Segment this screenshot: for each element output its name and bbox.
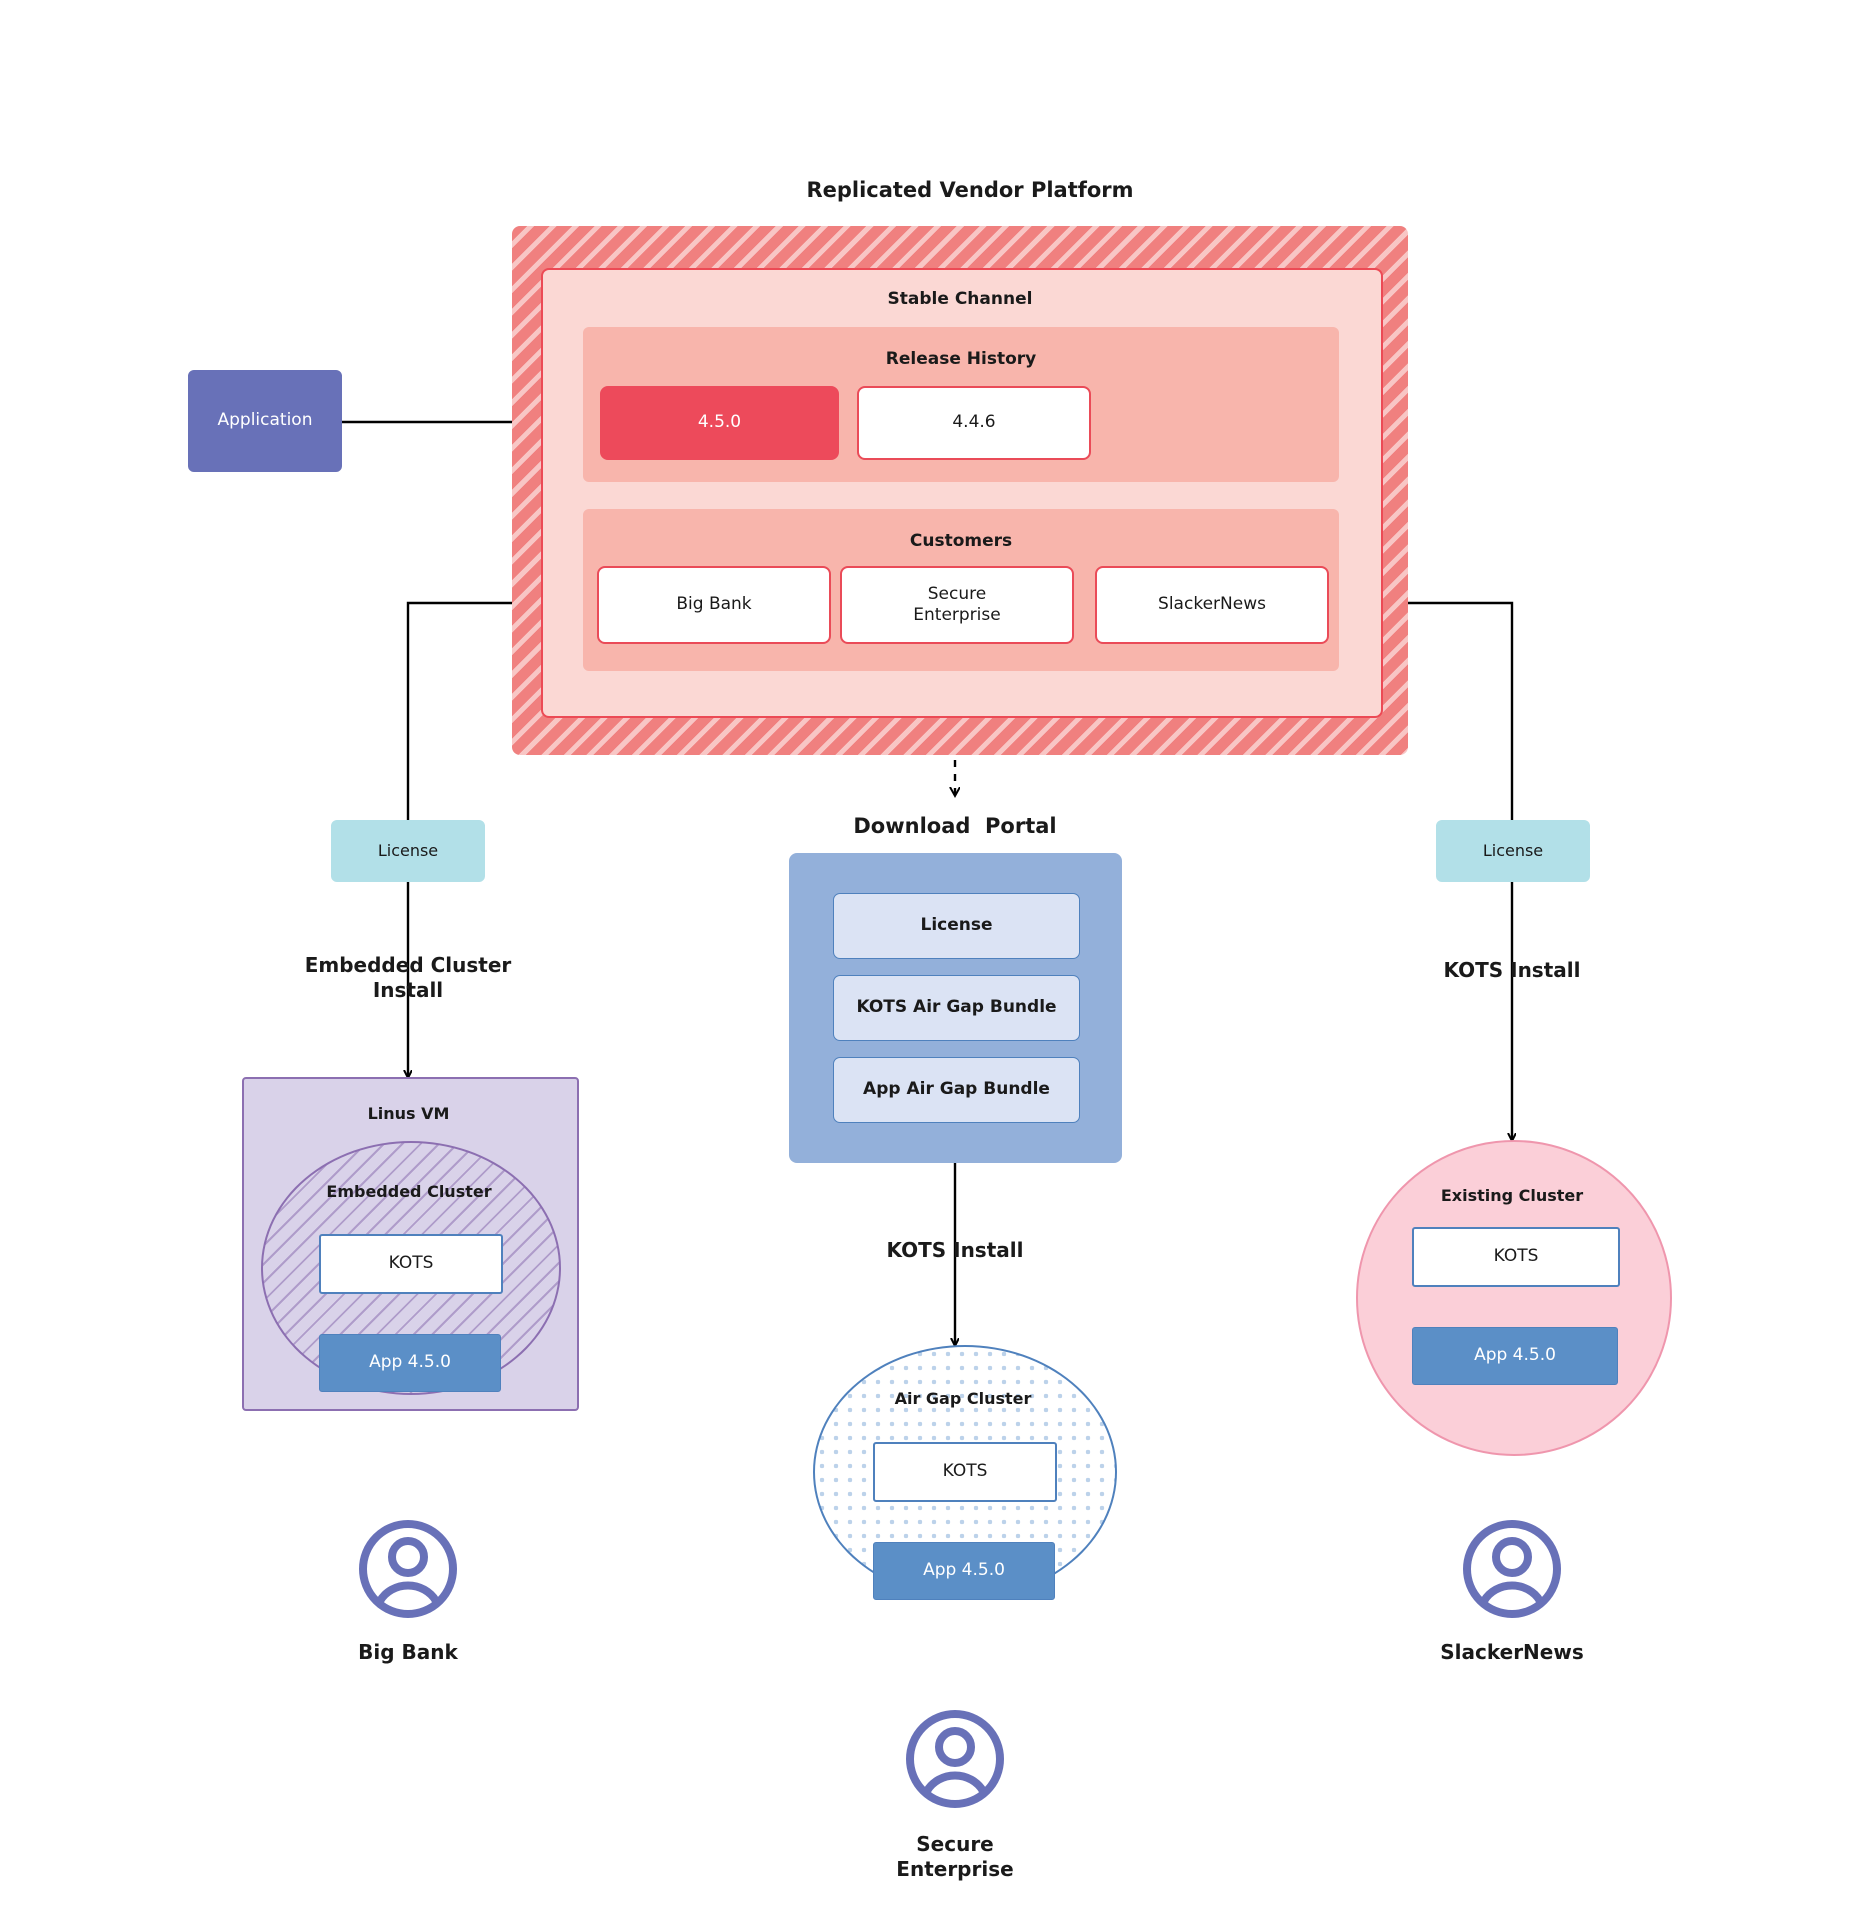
portal-item-kots-air-gap-bundle[interactable]: KOTS Air Gap Bundle <box>833 975 1080 1041</box>
kots-install-label-center: KOTS Install <box>886 1237 1024 1262</box>
customer-big-bank[interactable]: Big Bank <box>597 566 831 644</box>
app-version-box-existing[interactable]: App 4.5.0 <box>1412 1327 1618 1385</box>
license-chip-right[interactable]: License <box>1436 820 1590 882</box>
person-name-slackernews: SlackerNews <box>1440 1639 1584 1664</box>
existing-cluster-label: Existing Cluster <box>1440 1186 1584 1205</box>
air-gap-cluster-label: Air Gap Cluster <box>894 1389 1032 1408</box>
page-title: Replicated Vendor Platform <box>806 177 1134 202</box>
person-name-secure-enterprise: Secure Enterprise <box>896 1832 1014 1881</box>
portal-item-app-air-gap-bundle[interactable]: App Air Gap Bundle <box>833 1057 1080 1123</box>
release-item-4-5-0[interactable]: 4.5.0 <box>600 386 839 460</box>
user-avatar-icon-big-bank <box>359 1520 457 1618</box>
portal-item-license[interactable]: License <box>833 893 1080 959</box>
embedded-cluster-label: Embedded Cluster <box>326 1182 492 1201</box>
embedded-cluster-install-label: Embedded Cluster Install <box>304 953 512 1002</box>
customers-label: Customers <box>909 531 1013 552</box>
download-portal-title: Download Portal <box>853 813 1057 838</box>
kots-install-label-right: KOTS Install <box>1443 957 1581 982</box>
person-name-big-bank: Big Bank <box>358 1639 458 1664</box>
stable-channel-label: Stable Channel <box>887 289 1033 310</box>
application-box[interactable]: Application <box>188 370 342 472</box>
app-version-box-embedded[interactable]: App 4.5.0 <box>319 1334 501 1392</box>
kots-box-existing[interactable]: KOTS <box>1412 1227 1620 1287</box>
release-item-4-4-6[interactable]: 4.4.6 <box>857 386 1091 460</box>
user-avatar-icon-slackernews <box>1463 1520 1561 1618</box>
kots-box-airgap[interactable]: KOTS <box>873 1442 1057 1502</box>
user-avatar-icon-secure-enterprise <box>906 1710 1004 1808</box>
customer-slackernews[interactable]: SlackerNews <box>1095 566 1329 644</box>
linus-vm-label: Linus VM <box>367 1104 450 1123</box>
kots-box-embedded[interactable]: KOTS <box>319 1234 503 1294</box>
existing-cluster-circle <box>1356 1140 1672 1456</box>
app-version-box-airgap[interactable]: App 4.5.0 <box>873 1542 1055 1600</box>
release-history-label: Release History <box>885 349 1037 370</box>
customer-secure-enterprise[interactable]: Secure Enterprise <box>840 566 1074 644</box>
license-chip-left[interactable]: License <box>331 820 485 882</box>
